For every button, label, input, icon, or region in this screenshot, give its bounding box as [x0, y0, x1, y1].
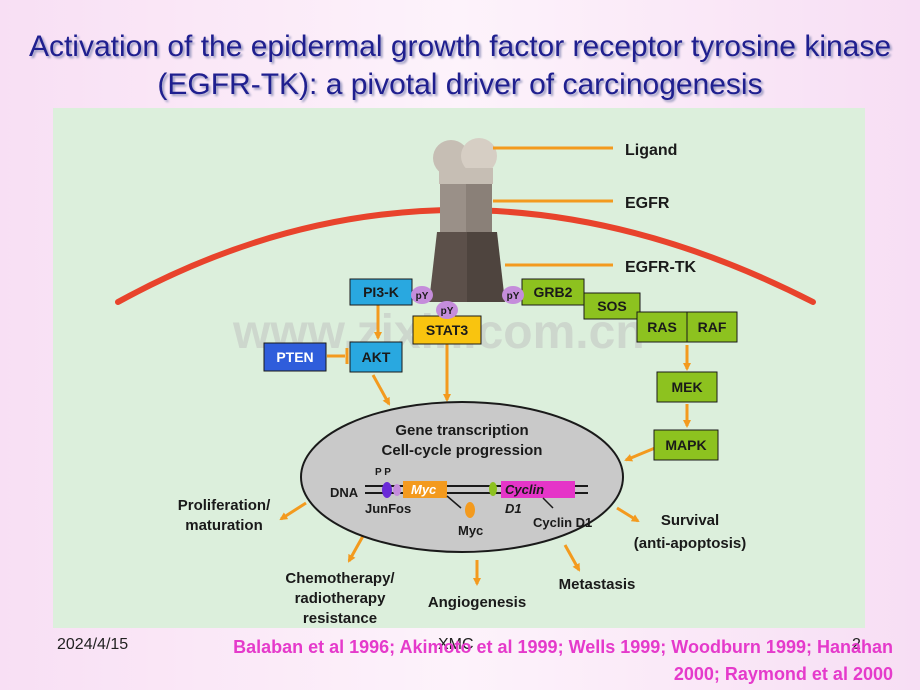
- slide-title: Activation of the epidermal growth facto…: [28, 30, 892, 101]
- box-grb2: GRB2: [521, 278, 585, 306]
- egfr-pathway-diagram: www.zixin.com.cn Ligand EGFR EGFR-TK: [115, 138, 816, 627]
- junfos-protein-2: [393, 484, 401, 496]
- box-mek: MEK: [656, 371, 718, 403]
- egfr-tk-label: EGFR-TK: [625, 259, 697, 276]
- myc-gene-label: Myc: [411, 482, 437, 497]
- slide-page-number: 2: [852, 636, 861, 653]
- nucleus-line2: Cell-cycle progression: [382, 442, 543, 459]
- cyclin-promoter-protein: [489, 482, 497, 496]
- egfr-label: EGFR: [625, 195, 670, 212]
- grb2-label: GRB2: [534, 284, 573, 300]
- box-stat3: STAT3: [412, 315, 482, 345]
- junfos-protein-1: [382, 482, 392, 498]
- phospho-grb2: pY: [502, 286, 524, 304]
- outcome-chemo-3: resistance: [303, 610, 377, 627]
- dna-strand: [365, 481, 588, 518]
- box-akt: AKT: [349, 341, 403, 373]
- box-raf: RAF: [686, 311, 738, 343]
- ras-label: RAS: [647, 319, 677, 335]
- cyclin-gene: [501, 481, 575, 498]
- cyclin-gene-label-d1: D1: [505, 501, 522, 516]
- box-pten: PTEN: [263, 342, 327, 372]
- ligand-label: Ligand: [625, 142, 677, 159]
- nucleus: [300, 401, 624, 553]
- box-sos: SOS: [583, 292, 641, 320]
- outcome-proliferation-1: Proliferation/: [178, 497, 271, 514]
- dna-label: DNA: [330, 485, 359, 500]
- box-pi3k: PI3-K: [349, 278, 413, 306]
- myc-protein-label: Myc: [458, 523, 483, 538]
- outcome-angiogenesis: Angiogenesis: [428, 594, 526, 611]
- outcome-metastasis: Metastasis: [559, 576, 636, 593]
- pten-label: PTEN: [276, 349, 313, 365]
- svg-text:pY: pY: [507, 291, 520, 302]
- sos-label: SOS: [597, 298, 627, 314]
- myc-gene: [403, 481, 447, 498]
- egfr-receptor: [429, 138, 505, 302]
- junfos-label: JunFos: [365, 501, 411, 516]
- phosphate-label: P P: [375, 467, 391, 478]
- references: Balaban et al 1996; Akimoto et al 1999; …: [233, 634, 893, 688]
- svg-text:pY: pY: [441, 306, 454, 317]
- outcome-chemo-2: radiotherapy: [295, 590, 387, 607]
- box-mapk: MAPK: [653, 429, 719, 461]
- references-text: Balaban et al 1996; Akimoto et al 1999; …: [233, 637, 893, 684]
- slide-date: 2024/4/15: [57, 636, 129, 653]
- outcome-survival-2: (anti-apoptosis): [634, 535, 747, 552]
- mapk-label: MAPK: [665, 437, 706, 453]
- box-ras: RAS: [636, 311, 688, 343]
- mek-label: MEK: [671, 379, 702, 395]
- svg-text:pY: pY: [416, 291, 429, 302]
- cyclin-gene-label: Cyclin: [505, 482, 544, 497]
- pi3k-label: PI3-K: [363, 284, 399, 300]
- nucleus-line1: Gene transcription: [395, 422, 528, 439]
- cyclin-protein-label: Cyclin D1: [533, 515, 592, 530]
- outcome-proliferation-2: maturation: [185, 517, 263, 534]
- slide-org: XMC: [438, 636, 474, 653]
- phospho-pi3k: pY: [411, 286, 433, 304]
- myc-protein: [465, 502, 475, 518]
- raf-label: RAF: [698, 319, 727, 335]
- pathway-arrows: [279, 305, 691, 586]
- akt-label: AKT: [362, 349, 391, 365]
- phospho-stat3: pY: [436, 301, 458, 319]
- outcome-chemo-1: Chemotherapy/: [285, 570, 395, 587]
- outcome-survival-1: Survival: [661, 512, 719, 529]
- stat3-label: STAT3: [426, 322, 468, 338]
- diagram-panel: www.zixin.com.cn Ligand EGFR EGFR-TK: [53, 108, 865, 628]
